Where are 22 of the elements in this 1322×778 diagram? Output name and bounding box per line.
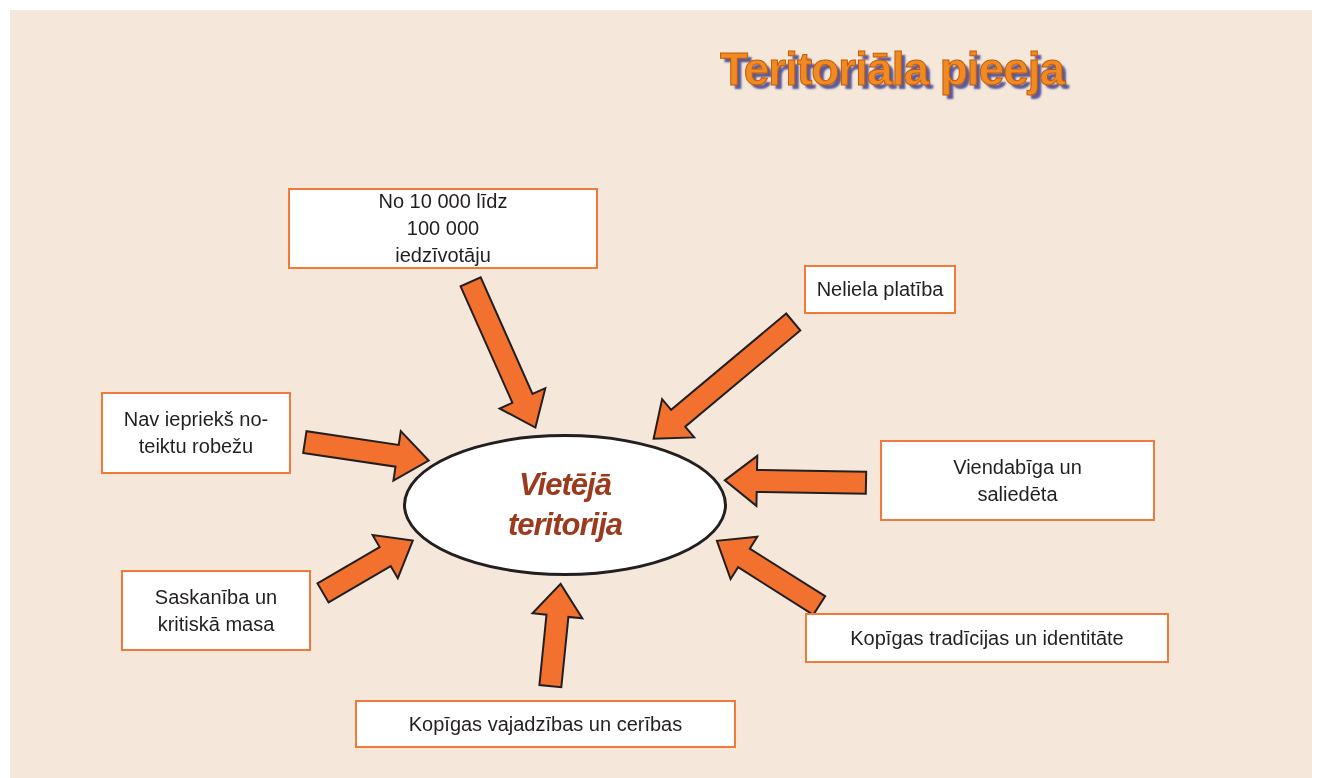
box-label: Neliela platība: [816, 277, 944, 302]
text-box: [101, 392, 291, 474]
text-box: [804, 265, 956, 314]
block-arrow: [316, 533, 415, 604]
box-label: Viendabīga un saliedēta: [952, 454, 1083, 507]
text-box: [805, 613, 1169, 663]
block-arrow: [459, 275, 547, 430]
block-arrow: [723, 453, 868, 508]
block-arrow: [302, 428, 431, 483]
box-label: Nav iepriekš no-teiktu robežu: [122, 407, 270, 459]
ellipse-label: Vietējā teritorija: [507, 466, 623, 544]
box-label: Kopīgas tradīcijas un identitāte: [850, 625, 1124, 651]
text-box: [121, 570, 311, 651]
text-box: [880, 440, 1155, 521]
title: Teritoriāla pieeja: [720, 42, 1066, 96]
text-box: [288, 188, 598, 269]
box-label: No 10 000 līdz 100 000 iedzīvotāju: [377, 189, 509, 268]
box-label: Kopīgas vajadzības un cerības: [408, 711, 683, 737]
box-label: Saskanība un kritiskā masa: [153, 584, 279, 637]
block-arrow: [530, 582, 585, 689]
text-box: [355, 700, 736, 748]
block-arrow: [652, 312, 802, 440]
